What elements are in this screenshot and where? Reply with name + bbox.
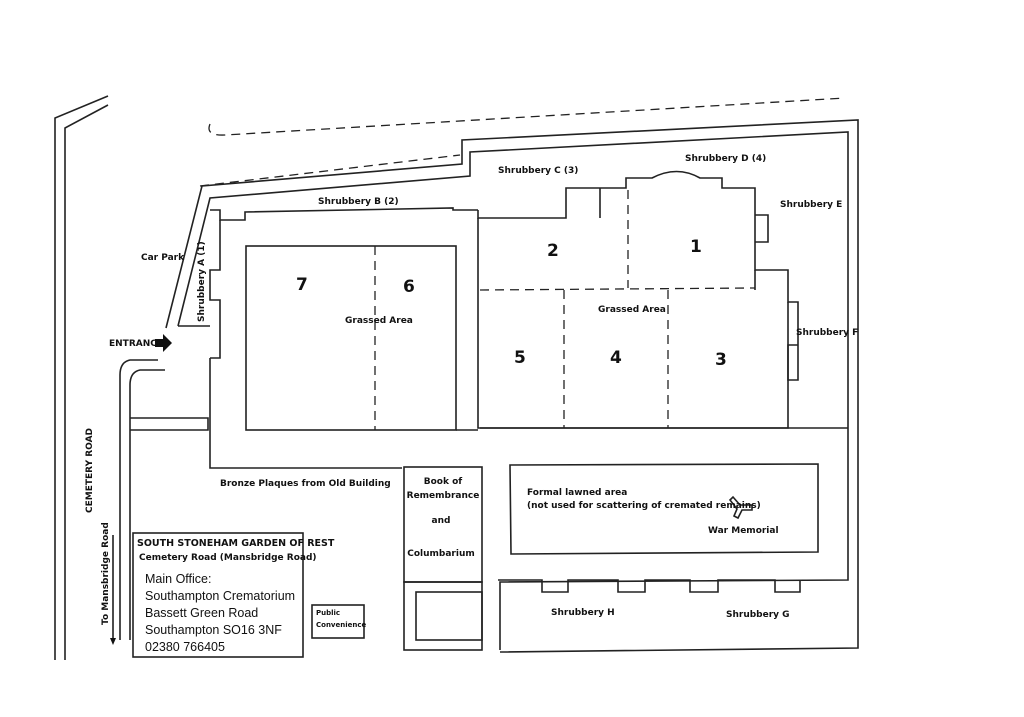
shrubbery-e-label: Shrubbery E: [780, 200, 842, 210]
boundary-dashed: [199, 97, 846, 187]
to-mansbridge-label: To Mansbridge Road: [101, 522, 111, 625]
office-line-2: Southampton Crematorium: [145, 589, 295, 603]
formal-area-label-1: Formal lawned area: [527, 488, 627, 498]
garden-subtitle: Cemetery Road (Mansbridge Road): [139, 553, 317, 563]
plot-1: 1: [690, 237, 702, 257]
book-label-4: Columbarium: [407, 549, 474, 559]
grassed-area-right-label: Grassed Area: [598, 305, 666, 315]
entrance-label: ENTRANCE: [109, 339, 163, 349]
war-memorial-label: War Memorial: [708, 526, 779, 536]
cemetery-road-label: CEMETERY ROAD: [85, 428, 95, 513]
bronze-plaques-label: Bronze Plaques from Old Building: [220, 479, 391, 489]
shrubbery-h-label: Shrubbery H: [551, 608, 615, 618]
book-label-1: Book of: [424, 477, 463, 487]
plot-2: 2: [547, 241, 559, 261]
shrubbery-g-label: Shrubbery G: [726, 610, 790, 620]
book-label-2: Remembrance: [407, 491, 480, 501]
office-phone: 02380 766405: [145, 640, 225, 654]
left-garden: [209, 207, 478, 431]
car-park-label: Car Park: [141, 253, 185, 263]
right-garden: [477, 170, 848, 429]
public-convenience-label-2: Convenience: [316, 621, 367, 629]
shrubbery-f-label: Shrubbery F: [796, 328, 858, 338]
public-convenience-label-1: Public: [316, 609, 340, 617]
formal-area-label-2: (not used for scattering of cremated rem…: [527, 501, 761, 511]
book-label-3: and: [432, 516, 451, 526]
shrubbery-d-label: Shrubbery D (4): [685, 154, 766, 164]
road-lines: [54, 95, 165, 660]
office-line-1: Main Office:: [145, 572, 211, 586]
boundary: [130, 119, 859, 653]
mansbridge-arrow-icon: [110, 535, 116, 645]
office-line-4: Southampton SO16 3NF: [145, 623, 282, 637]
garden-title: SOUTH STONEHAM GARDEN OF REST: [137, 538, 335, 549]
shrubbery-a-label: Shrubbery A (1): [197, 241, 207, 322]
war-memorial-icon: [728, 495, 753, 520]
grassed-area-left-label: Grassed Area: [345, 316, 413, 326]
plot-5: 5: [514, 348, 526, 368]
shrubbery-b-label: Shrubbery B (2): [318, 197, 399, 207]
lower-buildings: [132, 463, 819, 658]
plot-7: 7: [296, 275, 308, 295]
plot-4: 4: [610, 348, 622, 368]
shrubbery-c-label: Shrubbery C (3): [498, 166, 578, 176]
entrance-arrow-icon: [155, 334, 172, 352]
plot-6: 6: [403, 277, 415, 297]
office-line-3: Bassett Green Road: [145, 606, 258, 620]
plot-3: 3: [715, 350, 727, 370]
